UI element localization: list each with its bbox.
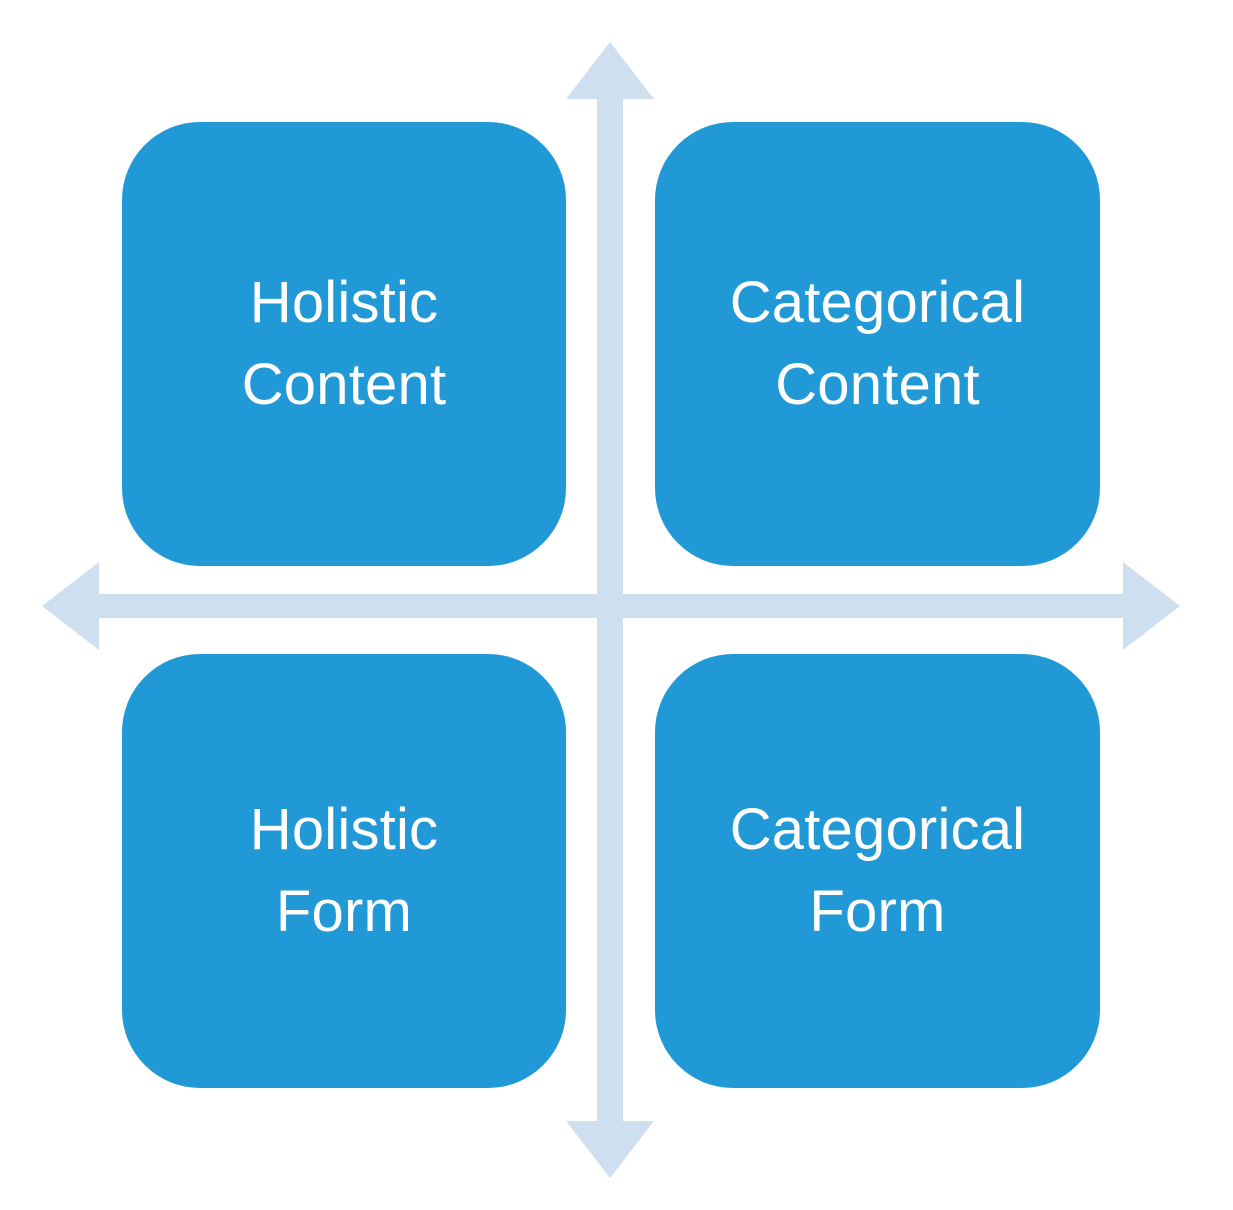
quadrant-holistic-form-label: Holistic Form <box>249 796 439 944</box>
quadrant-categorical-form[interactable]: Categorical Form <box>655 654 1100 1088</box>
quadrant-categorical-content-label: Categorical Content <box>729 269 1026 417</box>
quadrant-holistic-content[interactable]: Holistic Content <box>122 122 566 566</box>
quadrant-categorical-form-label: Categorical Form <box>729 796 1026 944</box>
quadrant-categorical-content[interactable]: Categorical Content <box>655 122 1100 566</box>
horizontal-axis-arrow-icon <box>42 562 1180 650</box>
quadrant-holistic-form[interactable]: Holistic Form <box>122 654 566 1088</box>
quadrant-holistic-content-label: Holistic Content <box>241 269 447 417</box>
